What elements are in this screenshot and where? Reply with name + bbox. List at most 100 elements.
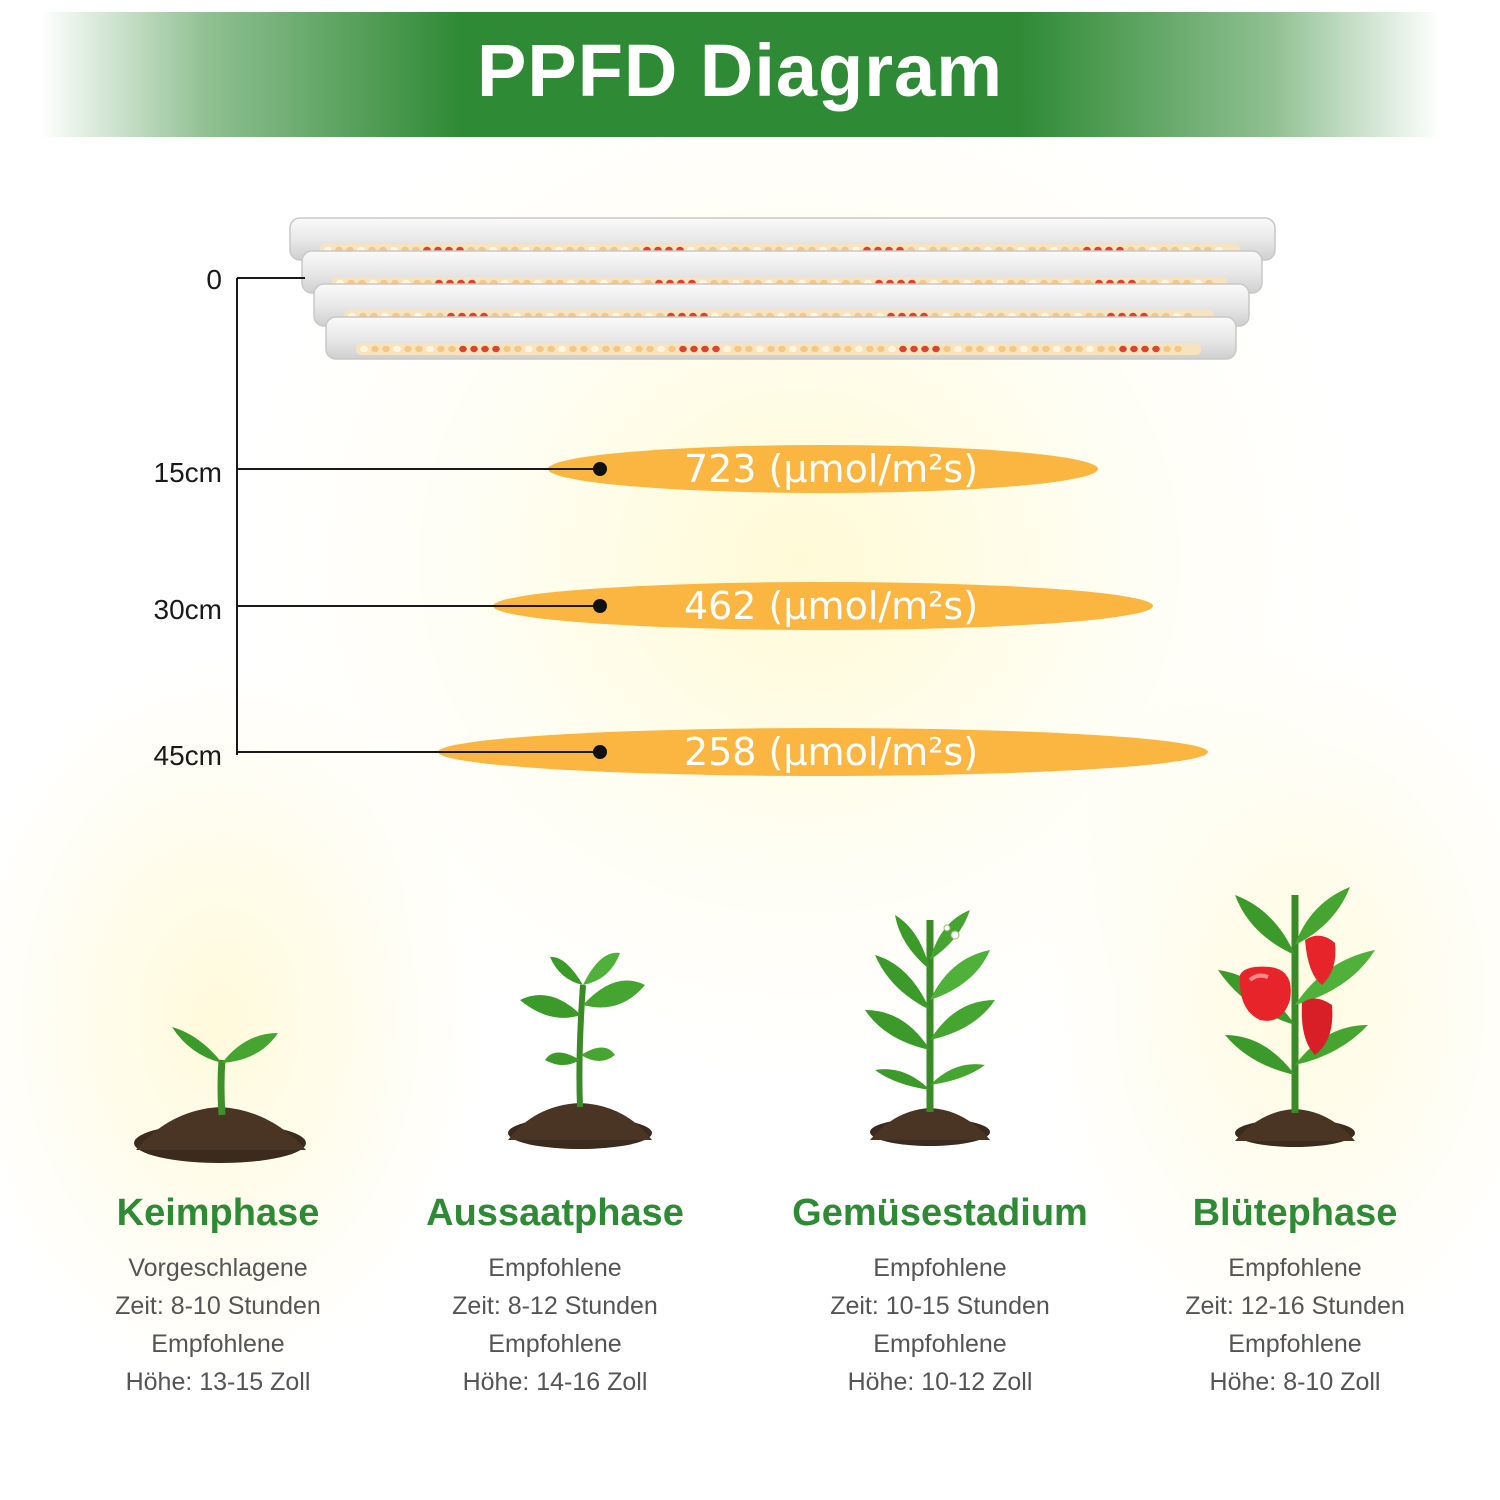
warm-led-dot (998, 345, 1006, 353)
warm-led-dot (393, 345, 401, 353)
leader-dot-15cm (593, 462, 607, 476)
warm-led-dot (855, 345, 863, 353)
warm-led-dot (547, 345, 555, 353)
distance-label-15cm: 15cm (153, 457, 222, 488)
stage-name: Aussaatphase (426, 1192, 684, 1234)
red-led-dot (712, 345, 720, 353)
stage-line: Höhe: 13-15 Zoll (125, 1368, 311, 1396)
red-led-dot (459, 345, 467, 353)
red-led-dot (492, 345, 500, 353)
warm-led-dot (569, 345, 577, 353)
warm-led-dot (1097, 345, 1105, 353)
ppfd-ellipse-45cm (438, 728, 1208, 776)
warm-led-dot (800, 345, 808, 353)
stage-name: Blütephase (1192, 1192, 1398, 1234)
sprout-icon (134, 1027, 306, 1163)
warm-led-dot (382, 345, 390, 353)
stage-line: Zeit: 12-16 Stunden (1185, 1292, 1405, 1320)
warm-led-dot (987, 345, 995, 353)
red-led-dot (1119, 345, 1127, 353)
warm-led-dot (954, 345, 962, 353)
red-led-dot (481, 345, 489, 353)
warm-led-dot (646, 345, 654, 353)
seedling-icon (508, 952, 652, 1149)
red-led-dot (921, 345, 929, 353)
page-title: PPFD Diagram (476, 29, 1004, 112)
stage-line: Empfohlene (873, 1330, 1007, 1358)
warm-led-dot (448, 345, 456, 353)
distance-label-45cm: 45cm (153, 740, 222, 771)
warm-led-dot (1053, 345, 1061, 353)
red-led-dot (679, 345, 687, 353)
warm-led-dot (371, 345, 379, 353)
ppfd-value-15cm: 723 (µmol/m²s) (683, 447, 979, 491)
warm-led-dot (943, 345, 951, 353)
warm-led-dot (437, 345, 445, 353)
ppfd-value-45cm: 258 (µmol/m²s) (683, 730, 979, 774)
warm-led-dot (1108, 345, 1116, 353)
stage-gemuesestadium: Gemüsestadium Empfohlene Zeit: 10-15 Stu… (760, 1192, 1120, 1401)
warm-led-dot (602, 345, 610, 353)
warm-led-dot (844, 345, 852, 353)
red-led-dot (701, 345, 709, 353)
warm-led-dot (558, 345, 566, 353)
leader-dot-45cm (593, 745, 607, 759)
vegetable-plant-icon (865, 910, 995, 1146)
warm-led-dot (668, 345, 676, 353)
warm-led-dot (745, 345, 753, 353)
warm-led-dot (613, 345, 621, 353)
warm-led-dot (888, 345, 896, 353)
warm-led-dot (1075, 345, 1083, 353)
stage-name: Gemüsestadium (792, 1192, 1088, 1234)
red-led-dot (690, 345, 698, 353)
stage-line: Zeit: 8-12 Stunden (452, 1292, 658, 1320)
red-led-dot (1152, 345, 1160, 353)
stage-bluetephase: Blütephase Empfohlene Zeit: 12-16 Stunde… (1115, 1192, 1475, 1401)
warm-led-dot (1042, 345, 1050, 353)
warm-led-dot (580, 345, 588, 353)
warm-led-dot (1020, 345, 1028, 353)
warm-led-dot (404, 345, 412, 353)
warm-led-dot (866, 345, 874, 353)
warm-led-dot (877, 345, 885, 353)
warm-led-dot (360, 345, 368, 353)
ppfd-ellipse-30cm (493, 582, 1153, 630)
stage-line: Empfohlene (488, 1330, 622, 1358)
warm-led-dot (778, 345, 786, 353)
warm-led-dot (1163, 345, 1171, 353)
warm-led-dot (1086, 345, 1094, 353)
red-led-dot (1130, 345, 1138, 353)
warm-led-dot (822, 345, 830, 353)
warm-led-dot (624, 345, 632, 353)
warm-led-dot (1009, 345, 1017, 353)
warm-led-dot (756, 345, 764, 353)
distance-label-0: 0 (206, 264, 222, 295)
red-led-dot (1141, 345, 1149, 353)
warm-led-dot (789, 345, 797, 353)
red-led-dot (932, 345, 940, 353)
warm-led-dot (591, 345, 599, 353)
stage-line: Zeit: 10-15 Stunden (830, 1292, 1050, 1320)
warm-led-dot (514, 345, 522, 353)
warm-led-dot (976, 345, 984, 353)
ppfd-ellipse-15cm (548, 445, 1098, 493)
stage-line: Empfohlene (1228, 1330, 1362, 1358)
red-led-dot (470, 345, 478, 353)
stage-line: Höhe: 10-12 Zoll (847, 1368, 1033, 1396)
stage-line: Empfohlene (873, 1254, 1007, 1282)
pepper-plant-icon (1218, 887, 1375, 1147)
stage-line: Empfohlene (151, 1330, 285, 1358)
stage-line: Vorgeschlagene (128, 1254, 308, 1282)
stage-aussaatphase: Aussaatphase Empfohlene Zeit: 8-12 Stund… (375, 1192, 735, 1401)
red-led-dot (910, 345, 918, 353)
led-grow-light-tubes-icon (289, 217, 1276, 360)
warm-led-dot (426, 345, 434, 353)
stage-line: Empfohlene (1228, 1254, 1362, 1282)
warm-led-dot (1031, 345, 1039, 353)
warm-led-dot (723, 345, 731, 353)
warm-led-dot (503, 345, 511, 353)
warm-led-dot (657, 345, 665, 353)
warm-led-dot (767, 345, 775, 353)
leader-dot-30cm (593, 599, 607, 613)
warm-led-dot (965, 345, 973, 353)
